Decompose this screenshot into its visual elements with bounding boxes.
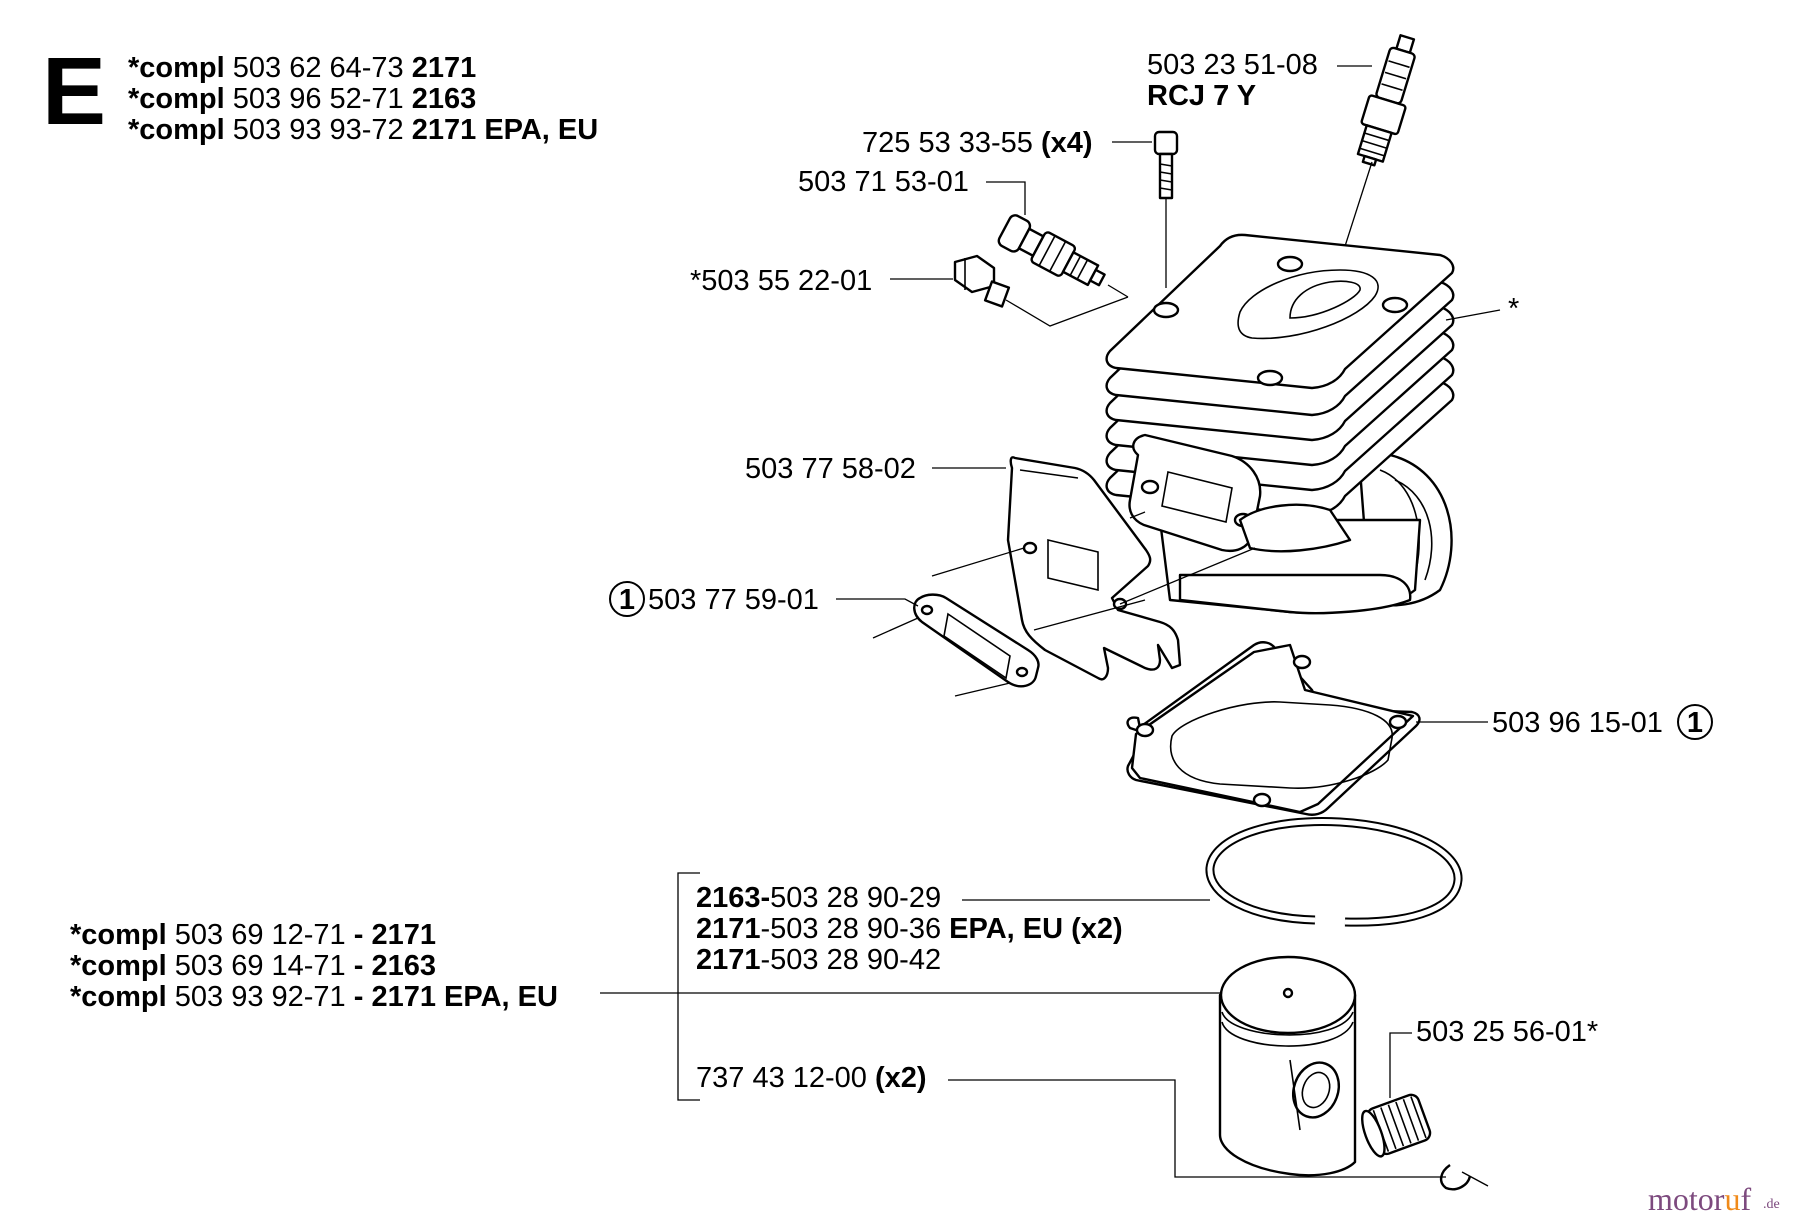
leader-line [1107,284,1129,298]
piston-kit-row: *compl 503 93 92-71 - 2171 EPA, EU [70,981,558,1013]
base-gasket-part-number: 503 96 15-01 [1492,707,1663,739]
top-kit-row: *compl 503 62 64-73 2171 [128,52,476,84]
exhaust-gasket-part-number: 503 77 59-01 [648,584,819,616]
reference-badge [1677,704,1713,740]
leader-line [931,547,1025,577]
piston-kit-row: *compl 503 69 12-71 - 2171 [70,919,436,951]
piston-ring-drawing [1205,816,1463,927]
cylinder-screw-drawing [1153,130,1179,200]
piston-kit-list: *compl 503 69 12-71 - 2171 *compl 503 69… [70,919,558,1013]
cylinder-drawing [1105,233,1455,615]
piston-drawing [1218,955,1357,1177]
heat-shield-part-number: 503 77 58-02 [745,453,916,485]
section-letter: E [42,38,106,145]
leader-line [954,682,1011,697]
ring-row: 2171-503 28 90-42 [696,944,941,976]
svg-text:motoruf: motoruf [1648,1181,1751,1217]
top-kit-row: *compl 503 96 52-71 2163 [128,83,476,115]
exhaust-gasket-drawing [913,593,1040,688]
cylinder-screw-label: 725 53 33-55 (x4) [862,127,1093,159]
ring-row: 2163-503 28 90-29 [696,882,941,914]
spark-plug-drawing [1356,34,1416,167]
plug-part-number: *503 55 22-01 [690,265,872,297]
base-gasket-drawing [1126,641,1421,816]
leader-line [948,1079,1446,1178]
decompression-valve-part-number: 503 71 53-01 [798,166,969,198]
leader-line [1005,296,1129,327]
svg-text:.de: .de [1763,1197,1780,1212]
exhaust-gasket-label: 1 503 77 59-01 [609,581,819,617]
leader-line [872,617,919,639]
leader-line [1129,511,1146,519]
leader-line [1445,309,1501,321]
top-kit-row: *compl 503 93 93-72 2171 EPA, EU [128,114,598,146]
piston-kit-row: *compl 503 69 14-71 - 2163 [70,950,436,982]
leader-line [1461,1171,1489,1187]
cylinder-mark: * [1508,293,1519,325]
spark-plug-type: RCJ 7 Y [1147,80,1256,112]
watermark-logo: motoruf .de [1648,1181,1780,1217]
heat-shield-drawing [1006,456,1182,681]
piston-ring-list: 2163-503 28 90-29 2171-503 28 90-36 EPA,… [696,882,1123,976]
leader-line [986,181,1026,215]
ring-row: 2171-503 28 90-36 EPA, EU (x2) [696,913,1123,945]
decompression-valve-drawing [997,214,1106,287]
leader-line [1389,1032,1412,1098]
leader-line [1033,599,1146,631]
svg-text:1: 1 [619,584,635,616]
bearing-part-number: 503 25 56-01* [1416,1016,1598,1048]
spark-plug-part-number: 503 23 51-08 [1147,49,1318,81]
top-kit-list: *compl 503 62 64-73 2171 *compl 503 96 5… [128,52,598,146]
leader-line [836,598,919,607]
needle-bearing-drawing [1361,1093,1432,1158]
circlip-label: 737 43 12-00 (x2) [696,1062,927,1094]
leader-line [1119,547,1256,605]
circlip-drawing [1439,1164,1472,1191]
reference-badge [609,581,645,617]
base-gasket-label: 503 96 15-01 1 [1492,704,1713,740]
piston-kit-bracket [600,872,1220,1101]
svg-text:1: 1 [1687,707,1703,739]
plug-drawing [953,254,1011,308]
